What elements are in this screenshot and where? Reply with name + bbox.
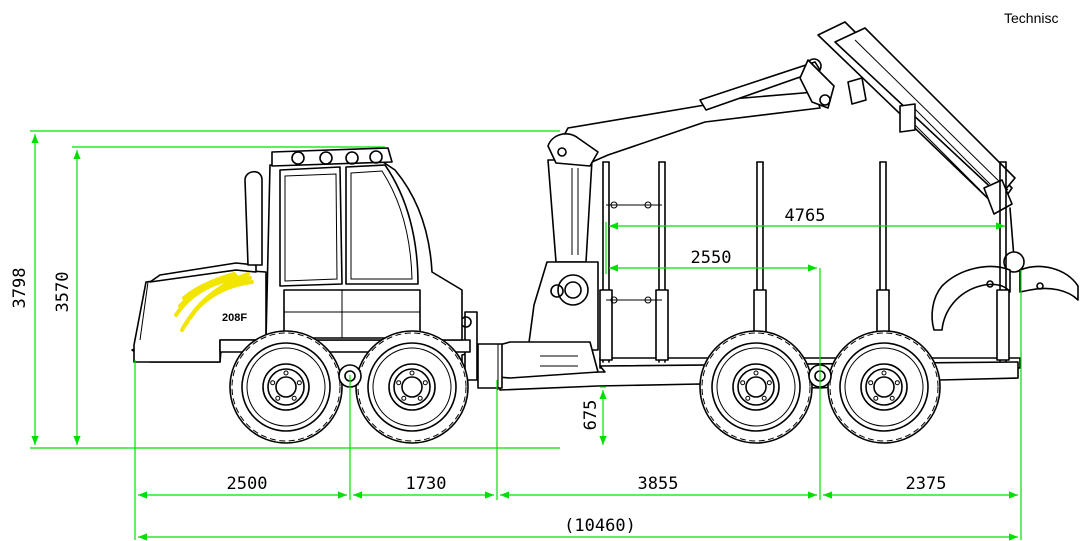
wheel-rear-1 bbox=[699, 330, 813, 444]
wheel-front-1 bbox=[229, 330, 343, 444]
dim-segment-2: 1730 bbox=[406, 474, 447, 494]
decal-model-text: 208F bbox=[222, 312, 247, 324]
cab bbox=[265, 147, 463, 341]
dim-clearance: 675 bbox=[581, 400, 601, 431]
dim-segment-3: 3855 bbox=[638, 474, 679, 494]
wheel-front-2 bbox=[355, 330, 469, 444]
dim-segment-1: 2500 bbox=[227, 474, 268, 494]
dim-segment-4: 2375 bbox=[906, 474, 947, 494]
dim-overall-height: 3798 bbox=[10, 268, 30, 309]
wheel-rear-2 bbox=[827, 330, 941, 444]
dim-reach-inner: 2550 bbox=[691, 248, 732, 268]
front-frame bbox=[131, 170, 472, 363]
corner-title-text: Technisc bbox=[1004, 10, 1058, 26]
decal-graphic bbox=[174, 272, 254, 332]
dim-total-length: (10460) bbox=[564, 516, 636, 536]
dimension-lines bbox=[30, 130, 1022, 541]
dim-reach-outer: 4765 bbox=[785, 206, 826, 226]
crane bbox=[527, 21, 1079, 351]
load-space bbox=[599, 161, 1021, 369]
dim-cab-height: 3570 bbox=[53, 272, 73, 313]
